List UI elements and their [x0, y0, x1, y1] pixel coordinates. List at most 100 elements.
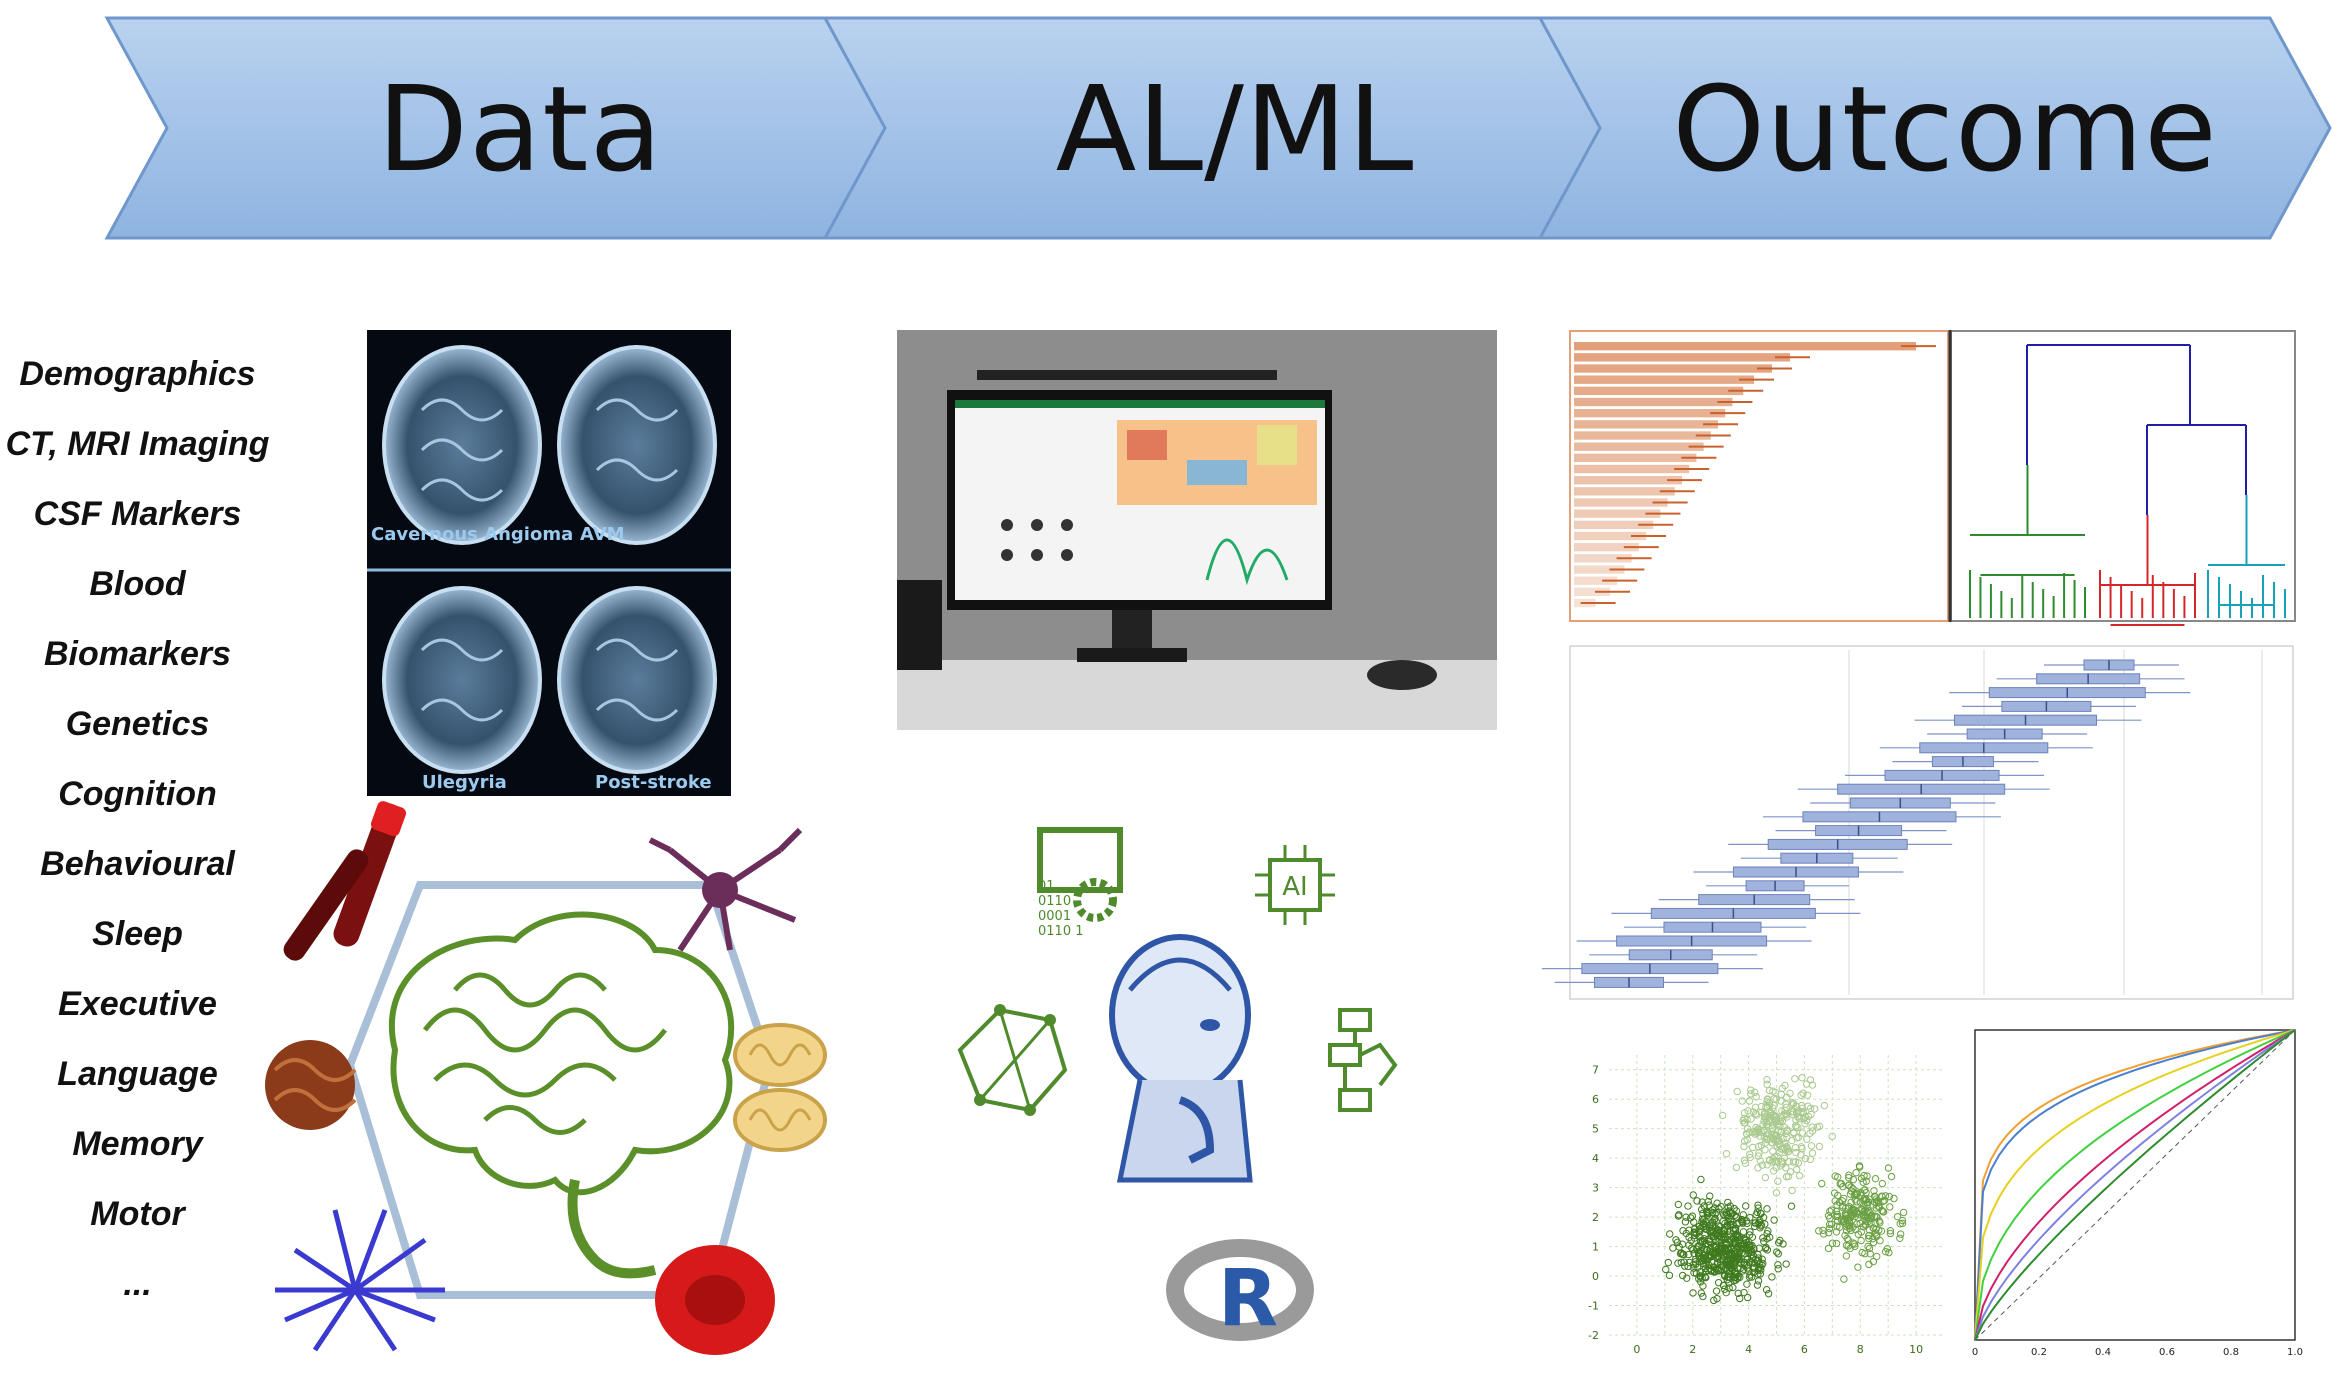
bar [1574, 464, 1690, 474]
scatter-point [1699, 1282, 1707, 1290]
scatter-point [1775, 1117, 1783, 1126]
scatter-point [1747, 1273, 1756, 1281]
neuron-icon [648, 827, 803, 952]
scatter-point [1783, 1127, 1791, 1135]
scatter-point [1768, 1124, 1776, 1133]
scatter-point [1827, 1206, 1836, 1214]
scatter-point [1677, 1258, 1685, 1267]
category-cognition: Cognition [58, 775, 217, 813]
category-sleep: Sleep [92, 915, 183, 953]
scatter-point [1738, 1097, 1746, 1105]
scatter-point [1865, 1234, 1873, 1243]
scatter-point [1776, 1162, 1785, 1170]
scatter-point [1852, 1169, 1860, 1177]
category-demographics: Demographics [19, 355, 256, 393]
scatter-point [1840, 1194, 1848, 1203]
scatter-point [1751, 1088, 1759, 1097]
scatter-point [1740, 1288, 1748, 1297]
dendrogram-chart [1948, 330, 2296, 626]
scatter-point [1758, 1161, 1766, 1169]
scatter-point [1763, 1205, 1771, 1213]
scatter-point [1662, 1265, 1670, 1274]
scatter-point [1716, 1232, 1724, 1241]
scatter-point [1856, 1219, 1864, 1228]
scatter-point [1699, 1219, 1707, 1228]
scatter-point [1794, 1159, 1803, 1167]
scatter-point [1781, 1106, 1789, 1115]
bar [1574, 476, 1682, 485]
scatter-point [1774, 1135, 1782, 1143]
scatter-point [1772, 1189, 1781, 1197]
scatter-point [1684, 1250, 1693, 1259]
scatter-point [1678, 1240, 1687, 1248]
scatter-point [1798, 1144, 1806, 1153]
scatter-point [1720, 1239, 1728, 1247]
scatter-point [1761, 1113, 1770, 1121]
scatter-point [1887, 1172, 1896, 1181]
y-tick-label: -1 [1588, 1300, 1599, 1313]
scatter-point [1773, 1248, 1781, 1256]
scatter-point [1749, 1252, 1758, 1260]
scatter-point [1763, 1135, 1771, 1143]
scatter-point [1690, 1225, 1699, 1233]
scatter-point [1885, 1192, 1893, 1201]
protein-aggregate-icon [265, 1040, 357, 1130]
scatter-point [1754, 1152, 1763, 1160]
scatter-point [1847, 1198, 1855, 1206]
scatter-point [1857, 1188, 1865, 1197]
scatter-point [1727, 1217, 1735, 1226]
scatter-point [1740, 1156, 1749, 1164]
scatter-point [1735, 1242, 1743, 1251]
scatter-point [1700, 1216, 1708, 1224]
roc-curve [1974, 1029, 2296, 1341]
bar [1574, 453, 1697, 463]
scatter-point [1879, 1208, 1888, 1216]
scatter-point [1842, 1252, 1851, 1260]
category-blood: Blood [89, 565, 186, 603]
scatter-point [1730, 1276, 1738, 1285]
scatter-point [1770, 1095, 1778, 1103]
scatter-point [1787, 1202, 1796, 1210]
scatter-point [1824, 1212, 1833, 1220]
scatter-point [1753, 1281, 1762, 1289]
scatter-point [1753, 1208, 1761, 1217]
scatter-point [1765, 1233, 1774, 1242]
scatter-point [1703, 1246, 1711, 1254]
binary-gears-icon: 01 0110 0001 0110 1 [1037, 827, 1123, 939]
scatter-point [1704, 1197, 1712, 1206]
scatter-point [1750, 1268, 1758, 1277]
scatter-point [1761, 1173, 1770, 1182]
scatter-point [1745, 1097, 1754, 1105]
scatter-point [1747, 1115, 1755, 1123]
scatter-point [1881, 1247, 1890, 1256]
x-tick-label: 4 [1745, 1343, 1752, 1356]
scatter-point [1730, 1225, 1738, 1233]
scatter-point [1864, 1207, 1873, 1215]
scatter-point [1681, 1218, 1690, 1226]
scatter-point [1664, 1258, 1673, 1267]
scatter-point [1700, 1220, 1708, 1228]
scatter-point [1692, 1269, 1701, 1278]
x-tick-label: 1.0 [2287, 1347, 2303, 1358]
scatter-point [1896, 1230, 1905, 1238]
scatter-point [1872, 1195, 1880, 1203]
scatter-point [1757, 1102, 1766, 1111]
bar [1574, 543, 1639, 552]
step-alml-label: AL/ML [1055, 60, 1415, 198]
scatter-point [1803, 1135, 1811, 1143]
binary-line-2: 0110 [1038, 894, 1071, 909]
scatter-point [1885, 1248, 1893, 1257]
scatter-point [1756, 1224, 1764, 1232]
scatter-point [1769, 1155, 1777, 1163]
scatter-point [1754, 1201, 1762, 1209]
scatter-point [1741, 1235, 1750, 1244]
scatter-point [1756, 1157, 1764, 1165]
ai-illustration: 01 0110 0001 0110 1 AI R [957, 827, 1398, 1344]
scatter-point [1808, 1123, 1816, 1131]
scatter-point [1730, 1238, 1739, 1247]
roc-curve [1974, 1029, 2296, 1341]
scatter-point [1826, 1207, 1834, 1216]
scatter-point [1690, 1228, 1698, 1236]
chance-line [1974, 1029, 2296, 1341]
scatter-point [1789, 1158, 1798, 1166]
